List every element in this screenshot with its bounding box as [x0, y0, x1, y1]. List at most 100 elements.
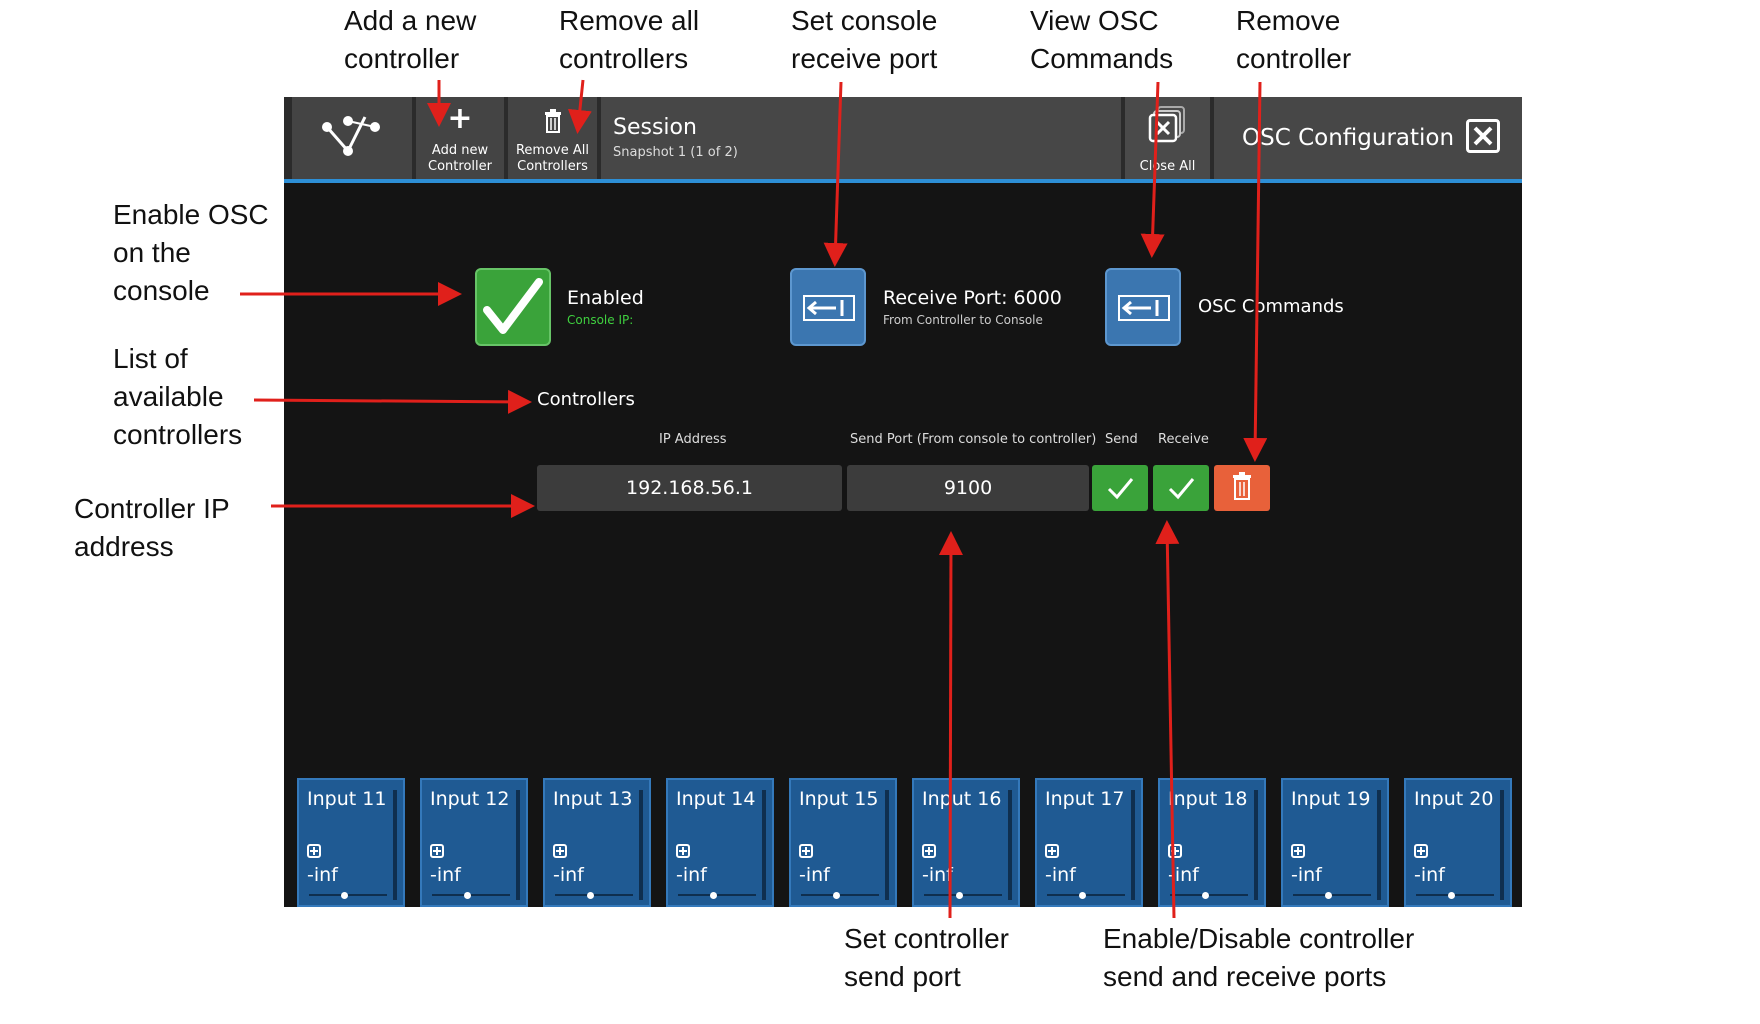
- channel-strip[interactable]: Input 16 -inf: [912, 778, 1020, 907]
- strip-level: -inf: [553, 864, 584, 886]
- close-icon: [1473, 126, 1493, 146]
- controller-ip-field[interactable]: 192.168.56.1: [537, 465, 842, 511]
- meter-bar: [762, 790, 766, 900]
- receive-header: Receive: [1158, 432, 1209, 447]
- callout-send-port: Set controller send port: [844, 923, 1009, 992]
- receive-port-button[interactable]: [790, 268, 866, 346]
- pan-knob[interactable]: [710, 892, 717, 899]
- expand-icon[interactable]: [1168, 844, 1182, 858]
- strip-name: Input 12: [430, 788, 510, 810]
- expand-icon[interactable]: [799, 844, 813, 858]
- receive-port-sub: From Controller to Console: [883, 313, 1043, 327]
- channel-strip[interactable]: Input 17 -inf: [1035, 778, 1143, 907]
- send-port-header: Send Port (From console to controller): [850, 432, 1097, 447]
- strip-name: Input 14: [676, 788, 756, 810]
- remove-controller-button[interactable]: [1214, 465, 1270, 511]
- pan-knob[interactable]: [341, 892, 348, 899]
- meter-bar: [885, 790, 889, 900]
- routing-icon: [322, 116, 380, 156]
- meter-bar: [393, 790, 397, 900]
- pan-track: [555, 894, 633, 896]
- meter-bar: [1008, 790, 1012, 900]
- pan-track: [924, 894, 1002, 896]
- pan-track: [678, 894, 756, 896]
- add-controller-button[interactable]: + Add new Controller: [416, 97, 504, 179]
- callout-add-controller: Add a new controller: [344, 5, 477, 74]
- strip-name: Input 20: [1414, 788, 1494, 810]
- expand-icon[interactable]: [676, 844, 690, 858]
- osc-enable-toggle[interactable]: [475, 268, 551, 346]
- meter-bar: [1500, 790, 1504, 900]
- pan-knob[interactable]: [1325, 892, 1332, 899]
- callout-controller-ip: Controller IP address: [74, 493, 230, 562]
- receive-toggle[interactable]: [1153, 465, 1209, 511]
- pan-track: [801, 894, 879, 896]
- pan-track: [1170, 894, 1248, 896]
- strip-name: Input 13: [553, 788, 633, 810]
- checkmark-icon: [483, 278, 543, 334]
- close-all-button[interactable]: Close All: [1125, 97, 1210, 179]
- close-all-label: Close All: [1139, 159, 1196, 174]
- channel-strip[interactable]: Input 12 -inf: [420, 778, 528, 907]
- expand-icon[interactable]: [430, 844, 444, 858]
- callout-list-controllers: List of available controllers: [113, 343, 243, 450]
- osc-configuration-app: + Add new Controller Remove All Controll…: [284, 97, 1522, 907]
- strip-level: -inf: [1291, 864, 1322, 886]
- expand-icon[interactable]: [1291, 844, 1305, 858]
- expand-icon[interactable]: [553, 844, 567, 858]
- top-bar: + Add new Controller Remove All Controll…: [284, 97, 1522, 183]
- pan-knob[interactable]: [956, 892, 963, 899]
- add-controller-label: Add new Controller: [428, 143, 492, 174]
- channel-strip[interactable]: Input 18 -inf: [1158, 778, 1266, 907]
- receive-port-label: Receive Port: 6000: [883, 287, 1062, 309]
- close-panel-button[interactable]: [1466, 119, 1500, 153]
- osc-commands-button[interactable]: [1105, 268, 1181, 346]
- pan-knob[interactable]: [464, 892, 471, 899]
- send-toggle[interactable]: [1092, 465, 1148, 511]
- trash-icon: [1233, 472, 1251, 500]
- channel-strip[interactable]: Input 14 -inf: [666, 778, 774, 907]
- session-title: Session: [613, 115, 697, 140]
- meter-bar: [516, 790, 520, 900]
- pan-knob[interactable]: [1079, 892, 1086, 899]
- controller-send-port-field[interactable]: 9100: [847, 465, 1089, 511]
- pan-track: [1293, 894, 1371, 896]
- meter-bar: [1131, 790, 1135, 900]
- expand-icon[interactable]: [1414, 844, 1428, 858]
- remove-all-label: Remove All Controllers: [515, 143, 589, 174]
- expand-icon[interactable]: [307, 844, 321, 858]
- strip-level: -inf: [1414, 864, 1445, 886]
- expand-icon[interactable]: [922, 844, 936, 858]
- expand-icon[interactable]: [1045, 844, 1059, 858]
- strip-name: Input 16: [922, 788, 1002, 810]
- channel-strip[interactable]: Input 11 -inf: [297, 778, 405, 907]
- pan-knob[interactable]: [833, 892, 840, 899]
- strip-name: Input 18: [1168, 788, 1248, 810]
- strip-level: -inf: [307, 864, 338, 886]
- controllers-heading: Controllers: [537, 389, 635, 410]
- ip-address-header: IP Address: [659, 432, 727, 447]
- channel-strip[interactable]: Input 19 -inf: [1281, 778, 1389, 907]
- strip-name: Input 15: [799, 788, 879, 810]
- pan-knob[interactable]: [1202, 892, 1209, 899]
- enabled-label: Enabled: [567, 287, 644, 309]
- pan-track: [309, 894, 387, 896]
- session-panel[interactable]: Session Snapshot 1 (1 of 2): [601, 97, 1121, 179]
- strip-level: -inf: [430, 864, 461, 886]
- pan-knob[interactable]: [587, 892, 594, 899]
- strip-level: -inf: [676, 864, 707, 886]
- channel-strip[interactable]: Input 13 -inf: [543, 778, 651, 907]
- meter-bar: [639, 790, 643, 900]
- pan-knob[interactable]: [1448, 892, 1455, 899]
- strip-name: Input 17: [1045, 788, 1125, 810]
- remove-all-button[interactable]: Remove All Controllers: [508, 97, 597, 179]
- channel-strip[interactable]: Input 20 -inf: [1404, 778, 1512, 907]
- pan-track: [1047, 894, 1125, 896]
- strip-name: Input 19: [1291, 788, 1371, 810]
- send-header: Send: [1105, 432, 1138, 447]
- routing-button[interactable]: [292, 97, 412, 179]
- checkmark-icon: [1107, 478, 1134, 500]
- plus-icon: +: [447, 101, 473, 136]
- channel-strip[interactable]: Input 15 -inf: [789, 778, 897, 907]
- strip-name: Input 11: [307, 788, 387, 810]
